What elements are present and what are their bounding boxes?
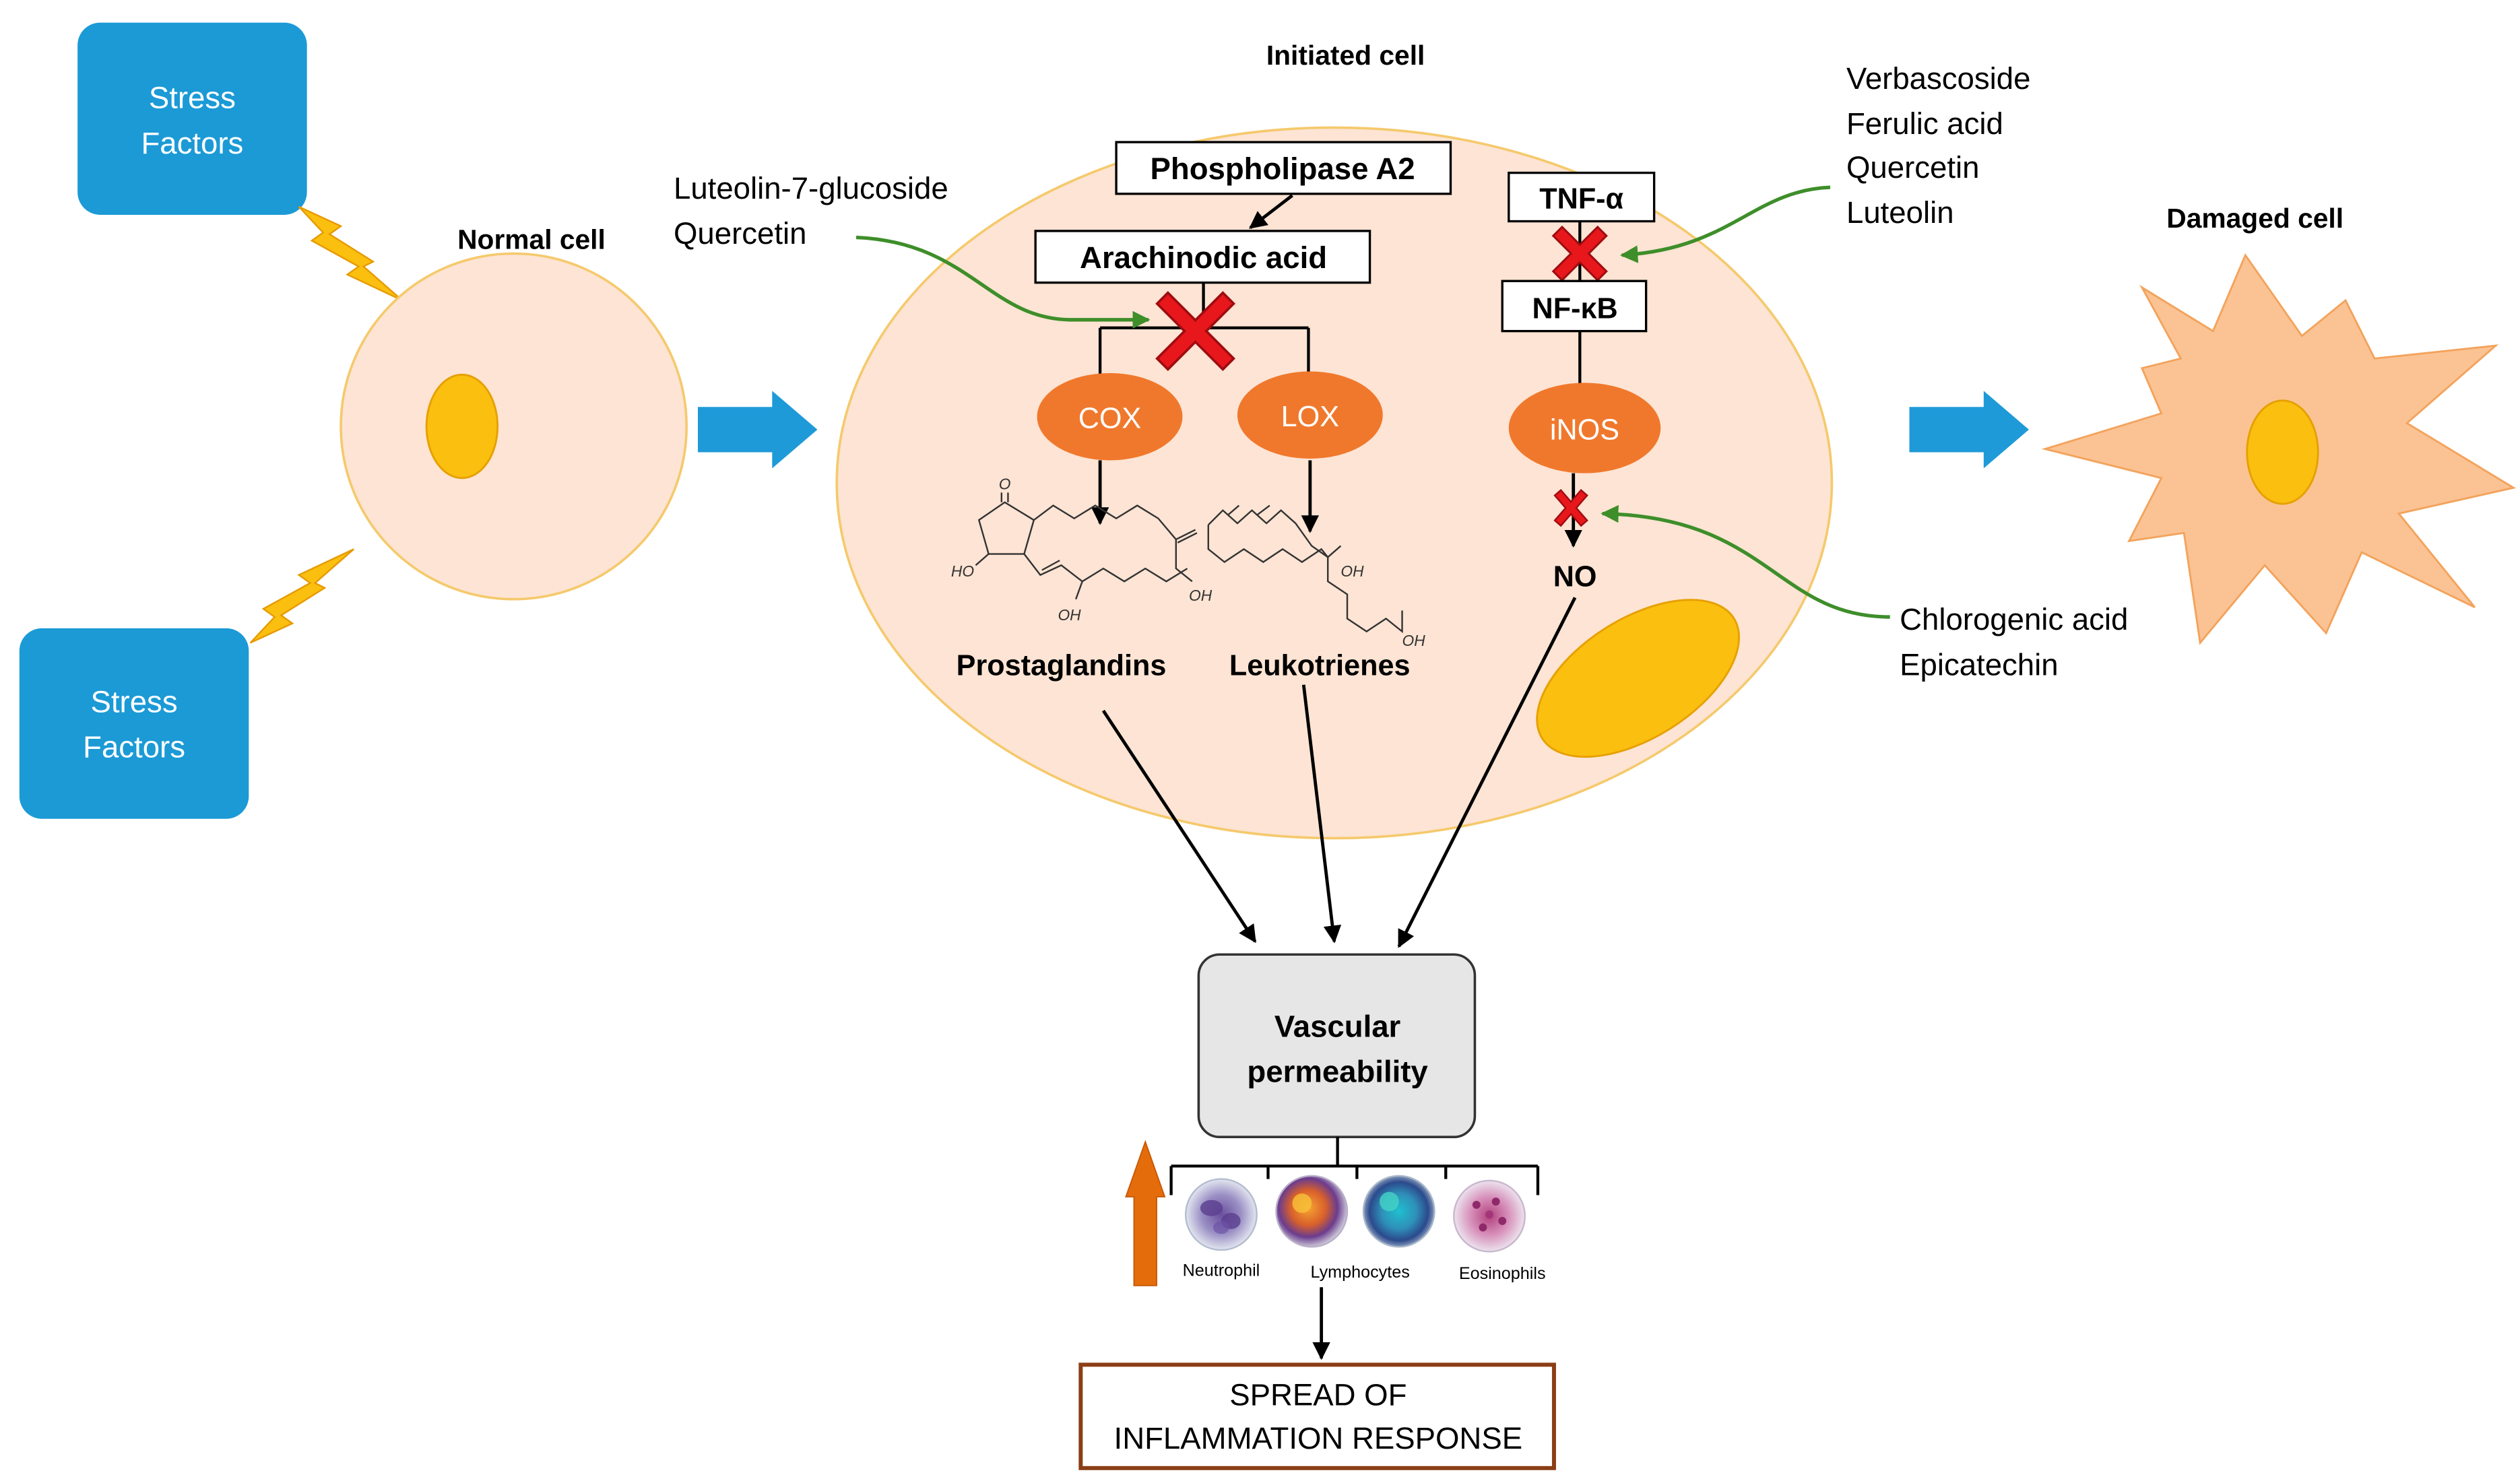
structure-label: OH [1189, 587, 1213, 604]
arrow-leukotrienes-to-vascular [1301, 684, 1342, 944]
structure-label: OH [1402, 632, 1426, 649]
spread-label-line1: SPREAD OF [1229, 1377, 1407, 1412]
stress-factors-box-top: Stress Factors [77, 22, 307, 215]
lox-enzyme: LOX [1237, 371, 1383, 459]
phospholipase-label: Phospholipase A2 [1151, 152, 1415, 186]
cell-image-eosinophil [1453, 1179, 1526, 1253]
stress-factors-line2: Factors [141, 126, 243, 160]
nf-kb-label: NF-κB [1532, 292, 1618, 325]
immune-cells-bracket [1169, 1137, 1540, 1195]
prostaglandin-structure: O HO OH OH [951, 475, 1213, 624]
prostaglandins-label: Prostaglandins [957, 649, 1167, 682]
damaged-cell-nucleus [2246, 399, 2319, 505]
blue-arrow-icon [697, 391, 818, 469]
stress-factors-line1: Stress [91, 685, 178, 719]
cell-image-lymphocyte [1275, 1175, 1349, 1248]
inhibitor-epicatechin: Epicatechin [1900, 647, 2058, 682]
lox-label: LOX [1281, 401, 1339, 433]
inhibitor-quercetin: Quercetin [674, 216, 806, 251]
vascular-label-line1: Vascular [1274, 1010, 1401, 1044]
inhibitor-quercetin: Quercetin [1846, 150, 1979, 185]
vascular-label-line2: permeability [1247, 1055, 1428, 1089]
normal-cell [340, 252, 688, 601]
blue-arrow-icon [1909, 391, 2029, 469]
arachidonic-acid-label: Arachinodic acid [1080, 240, 1327, 275]
lightning-icon [249, 548, 354, 644]
initiated-cell-nucleus [1536, 599, 1740, 758]
inhibitor-luteolin-7-glucoside: Luteolin-7-glucoside [674, 171, 948, 205]
stress-factors-line2: Factors [83, 730, 185, 764]
leukotrienes-label: Leukotrienes [1229, 649, 1411, 682]
tnf-alpha-box: TNF-α [1508, 171, 1656, 223]
inhibitor-ferulic-acid: Ferulic acid [1846, 106, 2003, 141]
inhibitor-luteolin: Luteolin [1846, 195, 1954, 230]
inhibitor-arrow-arachidonic [855, 235, 1151, 329]
tnf-alpha-label: TNF-α [1539, 183, 1623, 215]
structure-label: HO [951, 562, 974, 580]
arrow-no-to-vascular [1397, 597, 1577, 948]
lightning-icon [298, 205, 403, 302]
inhibitor-verbascoside: Verbascoside [1846, 61, 2030, 96]
phospholipase-box: Phospholipase A2 [1115, 141, 1452, 195]
cell-image-lymphocyte-2 [1362, 1175, 1435, 1248]
red-x-icon [1551, 225, 1608, 282]
arrow-prostaglandins-to-vascular [1101, 709, 1257, 944]
spread-label-line2: INFLAMMATION RESPONSE [1114, 1421, 1523, 1455]
normal-cell-nucleus [425, 373, 499, 480]
orange-up-arrow-icon [1125, 1140, 1166, 1286]
structure-label: OH [1340, 562, 1364, 580]
inhibitor-arrow-inos [1601, 504, 1890, 619]
red-x-icon [1155, 291, 1235, 372]
cell-image-neutrophil [1184, 1178, 1258, 1251]
stress-factors-line1: Stress [149, 81, 236, 115]
immune-cell-label-lymphocytes: Lymphocytes [1311, 1263, 1410, 1282]
inos-label: iNOS [1550, 414, 1619, 446]
arachidonic-acid-box: Arachinodic acid [1034, 230, 1371, 284]
spread-inflammation-box: SPREAD OF INFLAMMATION RESPONSE [1078, 1362, 1556, 1470]
leukotriene-structure: OH OH [1207, 504, 1426, 649]
inhibitor-arrow-tnf [1620, 185, 1831, 263]
inos-enzyme: iNOS [1508, 383, 1661, 473]
arrow-phospholipase-to-arachidonic [1249, 194, 1293, 230]
immune-cell-label-neutrophil: Neutrophil [1183, 1261, 1260, 1280]
no-label: NO [1553, 560, 1597, 593]
initiated-cell-label: Initiated cell [1266, 40, 1425, 71]
structure-label: OH [1058, 606, 1081, 624]
immune-cell-label-eosinophils: Eosinophils [1459, 1264, 1546, 1283]
stress-factors-box-bottom: Stress Factors [19, 628, 249, 819]
inhibitor-chlorogenic-acid: Chlorogenic acid [1900, 602, 2128, 636]
cox-label: COX [1078, 402, 1142, 434]
damaged-cell-label: Damaged cell [2166, 203, 2344, 234]
damaged-cell [2041, 253, 2517, 645]
normal-cell-label: Normal cell [457, 224, 606, 255]
structure-label: O [999, 475, 1011, 493]
vascular-permeability-box: Vascular permeability [1197, 953, 1477, 1139]
cox-enzyme: COX [1037, 372, 1183, 461]
red-x-icon [1553, 489, 1588, 527]
nf-kb-box: NF-κB [1501, 279, 1648, 333]
